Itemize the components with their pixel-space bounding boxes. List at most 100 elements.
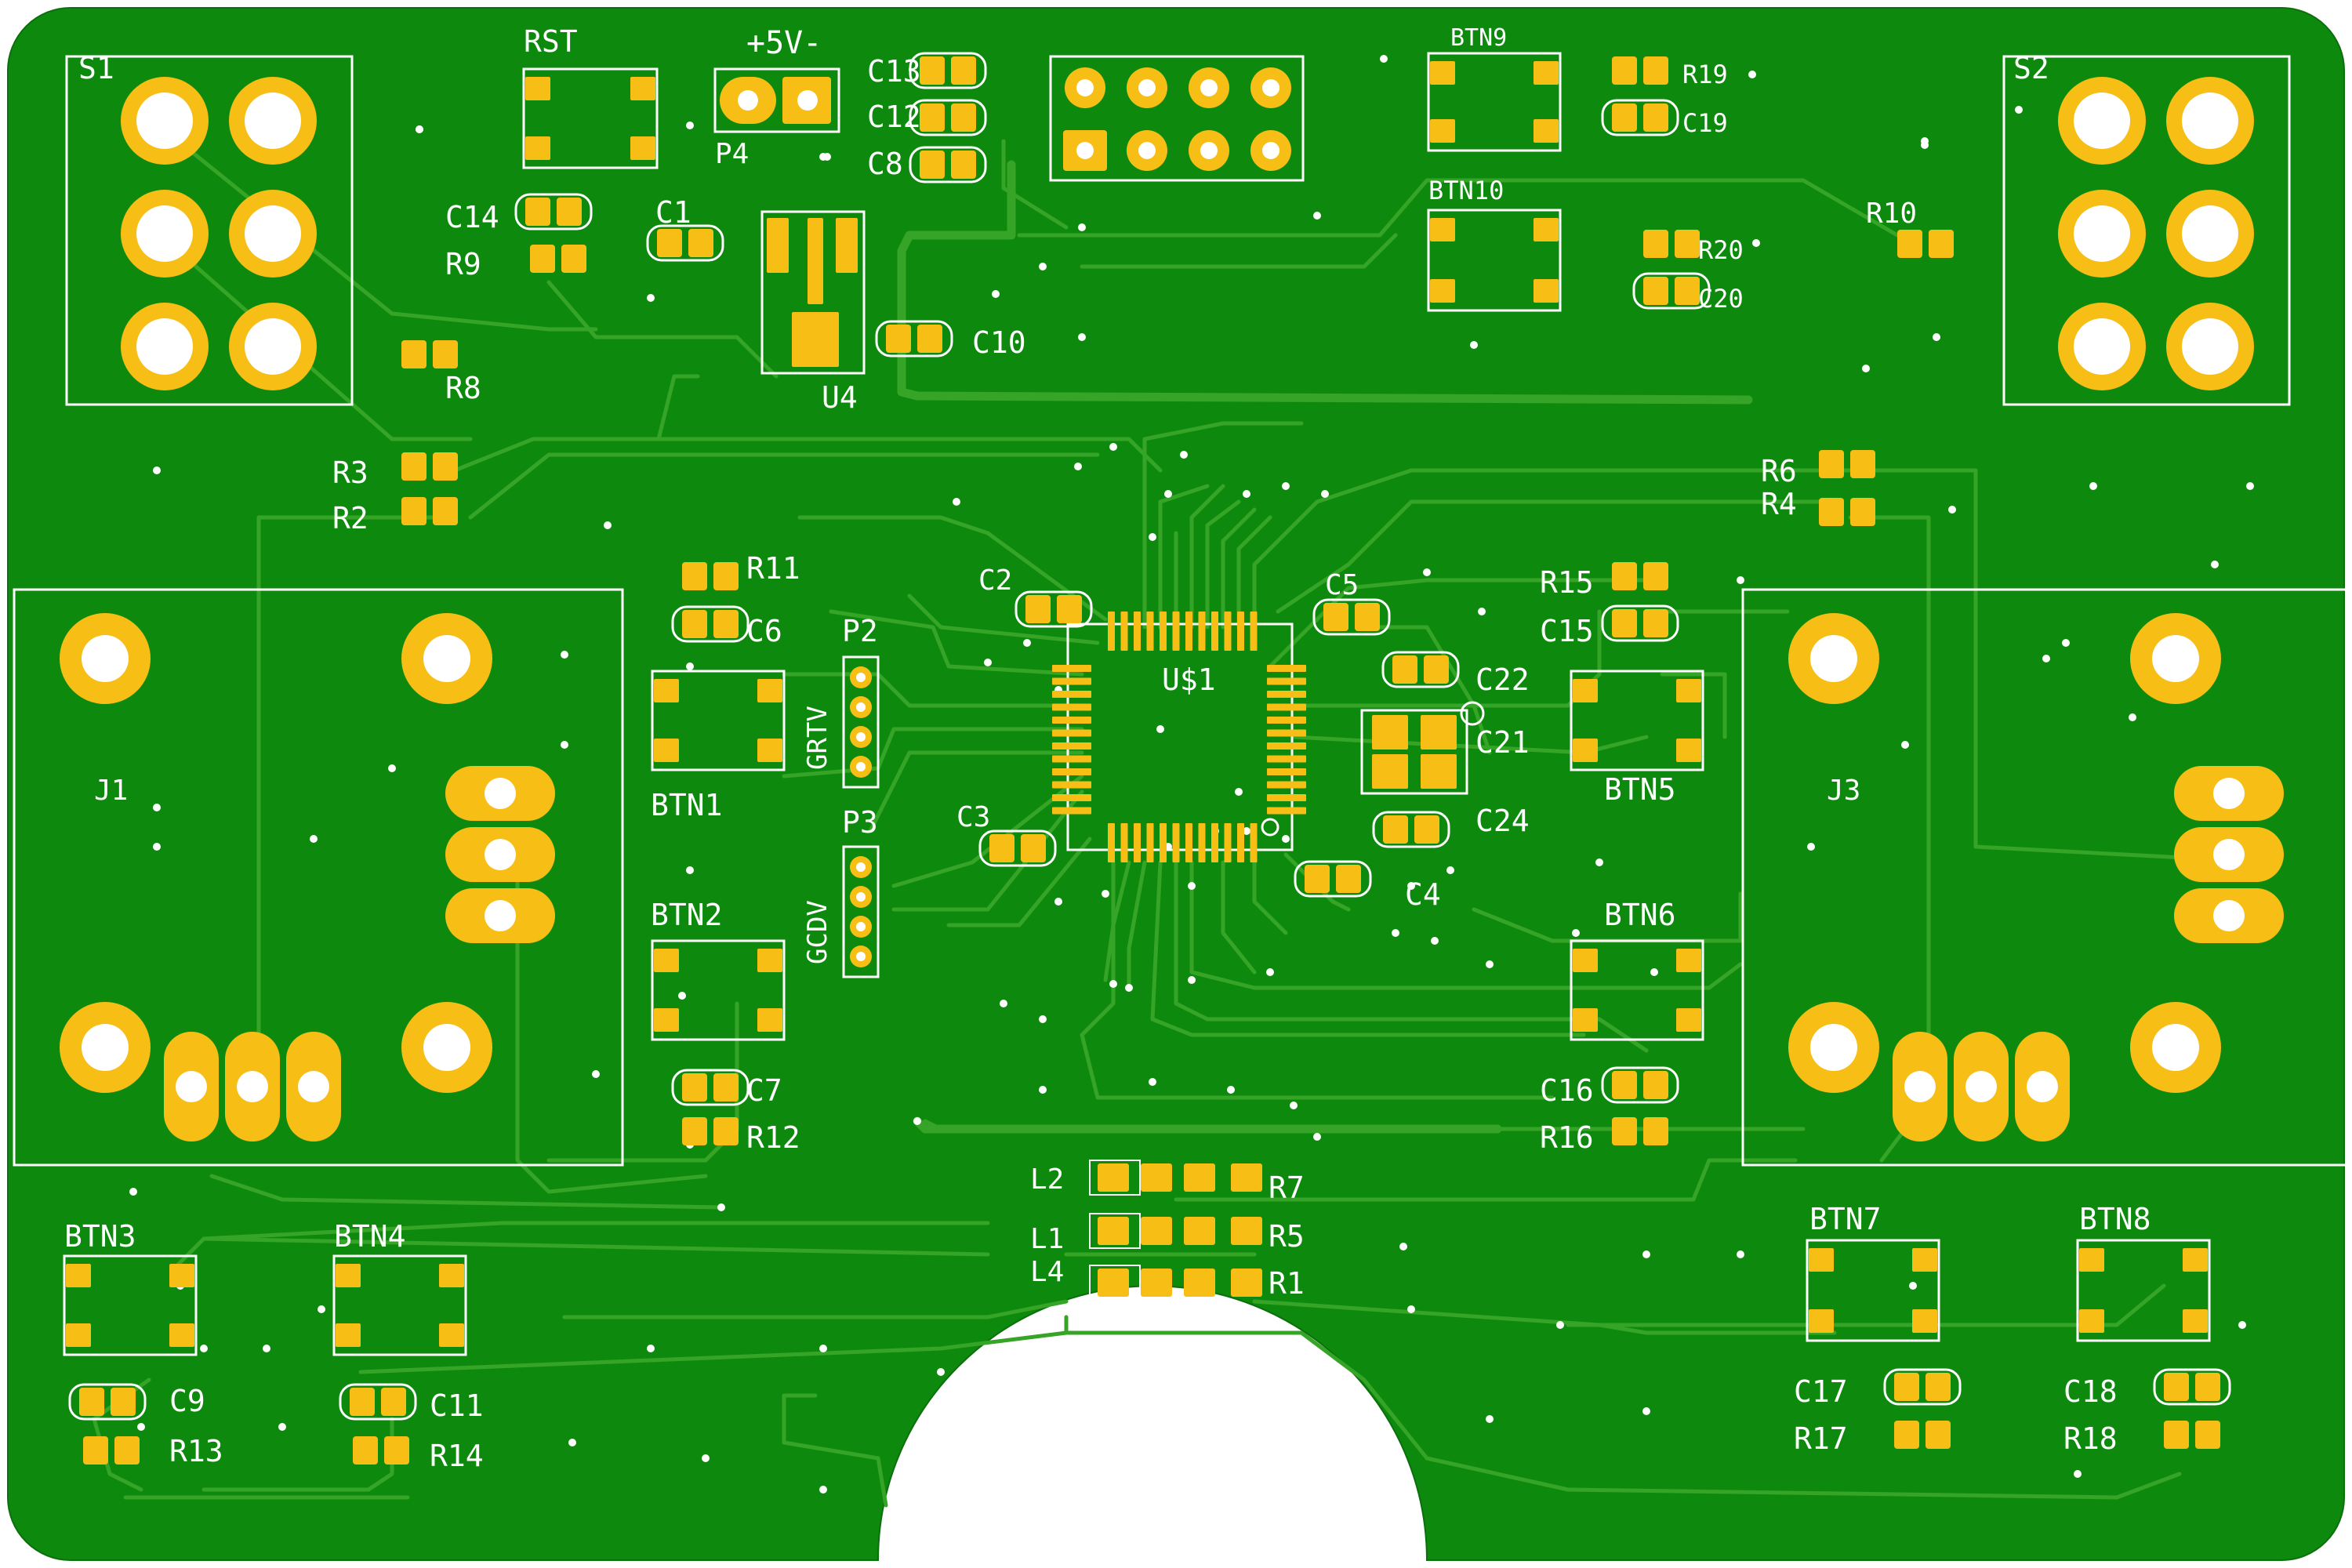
- smd-part: [1312, 598, 1391, 636]
- smd-part: [682, 562, 739, 590]
- pad: [1612, 609, 1637, 637]
- pad: [1267, 665, 1306, 672]
- pad: [1421, 715, 1457, 750]
- tactile-button: [332, 1254, 467, 1356]
- via: [153, 466, 161, 474]
- tactile-button: [1427, 209, 1562, 312]
- pad: [1675, 230, 1700, 258]
- via: [153, 804, 161, 811]
- smd-part: [1612, 562, 1668, 590]
- pad: [401, 497, 426, 525]
- pad: [654, 739, 679, 762]
- via: [592, 1070, 600, 1078]
- pad: [1430, 119, 1455, 143]
- label-r13: R13: [169, 1434, 223, 1468]
- inductor-resistor-row: [1089, 1160, 1262, 1196]
- vias: [129, 55, 2254, 1494]
- pad: [1926, 1373, 1951, 1401]
- pad: [1392, 655, 1417, 684]
- tactile-button: [1570, 670, 1704, 771]
- microcontroller: [1052, 612, 1306, 862]
- pad: [1141, 1163, 1172, 1192]
- pad: [1267, 677, 1306, 685]
- pad: [1098, 1163, 1129, 1192]
- via: [1313, 212, 1321, 220]
- header-p3: [842, 845, 880, 978]
- crystal: [1360, 701, 1485, 795]
- label-u4: U4: [822, 380, 858, 415]
- label-l2: L2: [1030, 1163, 1064, 1196]
- smd-part: [401, 452, 458, 481]
- label-gcdv: GCDV: [802, 900, 833, 964]
- label-r16: R16: [1540, 1120, 1594, 1155]
- via: [1446, 866, 1454, 874]
- pad: [1372, 754, 1408, 789]
- label-c18: C18: [2063, 1374, 2118, 1409]
- via: [1180, 451, 1188, 459]
- via: [1909, 1282, 1917, 1290]
- label-r2: R2: [332, 501, 368, 535]
- via: [1392, 929, 1399, 937]
- label-c7: C7: [746, 1073, 782, 1108]
- pad: [1184, 1163, 1215, 1192]
- via: [1486, 960, 1494, 968]
- pad: [557, 198, 582, 226]
- pad: [1383, 815, 1408, 844]
- label-p3: P3: [842, 805, 878, 840]
- label-c9: C9: [169, 1384, 205, 1418]
- pad: [433, 340, 458, 368]
- label-btn6: BTN6: [1604, 898, 1676, 932]
- label-r5: R5: [1269, 1219, 1305, 1254]
- smd-part: [1601, 604, 1679, 642]
- pad: [1052, 717, 1091, 724]
- pad: [1612, 1071, 1637, 1099]
- pad: [1098, 1269, 1129, 1297]
- pad: [1267, 691, 1306, 698]
- label-r19: R19: [1682, 60, 1728, 89]
- pad: [1643, 277, 1668, 305]
- pad: [1430, 218, 1455, 241]
- pad: [1185, 823, 1192, 862]
- via: [686, 662, 694, 670]
- pad: [433, 452, 458, 481]
- via: [1321, 490, 1329, 498]
- pad: [1323, 603, 1348, 631]
- label-btn3: BTN3: [64, 1219, 136, 1254]
- smd-part: [1894, 1421, 1951, 1449]
- pad: [1025, 595, 1051, 623]
- pad: [1052, 755, 1091, 763]
- label-c12: C12: [867, 100, 921, 134]
- pad: [1894, 1373, 1919, 1401]
- via: [1556, 1321, 1564, 1329]
- smd-part: [1897, 230, 1954, 258]
- pad: [1141, 1217, 1172, 1245]
- pad: [836, 218, 858, 273]
- components: [13, 52, 2352, 1465]
- via: [1313, 1133, 1321, 1141]
- label-p4pol: +5V-: [746, 25, 822, 61]
- pad: [1108, 823, 1115, 862]
- pad: [1929, 230, 1954, 258]
- pad: [1926, 1421, 1951, 1449]
- pad: [682, 1117, 707, 1145]
- pad: [654, 1008, 679, 1032]
- via: [937, 1368, 945, 1376]
- via: [129, 1188, 137, 1196]
- pad: [757, 949, 782, 972]
- smd-part: [978, 829, 1057, 867]
- label-btn7: BTN7: [1809, 1202, 1882, 1236]
- pad: [1534, 119, 1559, 143]
- tactile-button: [1570, 939, 1704, 1041]
- via: [1807, 843, 1815, 851]
- via: [200, 1345, 208, 1352]
- label-r12: R12: [746, 1120, 800, 1155]
- label-c5: C5: [1325, 569, 1359, 601]
- label-btn10: BTN10: [1428, 176, 1504, 205]
- via: [2062, 639, 2070, 647]
- label-r8: R8: [445, 371, 481, 405]
- smd-part: [1014, 590, 1093, 628]
- pad: [757, 1008, 782, 1032]
- pad: [83, 1436, 108, 1465]
- pad: [1211, 823, 1218, 862]
- pad: [2079, 1248, 2104, 1272]
